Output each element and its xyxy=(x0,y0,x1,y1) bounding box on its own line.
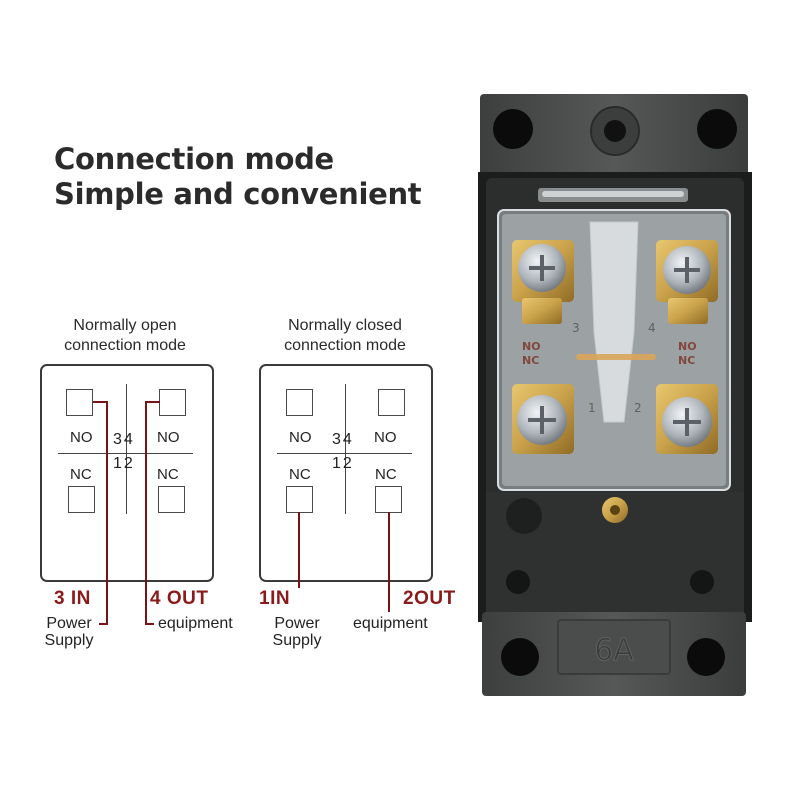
photo-left-nc-mark: NC xyxy=(522,354,539,367)
right-supply-line: Supply xyxy=(272,632,322,649)
right-terminal-box-bottom-right xyxy=(375,486,402,513)
left-caption-line-2: connection mode xyxy=(64,337,186,354)
right-terminal-box-bottom-left xyxy=(286,486,313,513)
mounting-hole-right xyxy=(697,109,737,149)
photo-terminal-1-mark: 1 xyxy=(588,401,596,415)
left-in-wire-top xyxy=(93,401,108,403)
terminal-4-screw xyxy=(656,240,718,324)
photo-right-no-mark: NO xyxy=(678,340,697,353)
bottom-mounting-plate: 6A xyxy=(482,612,746,696)
right-caption-line-1: Normally closed xyxy=(288,317,402,334)
right-panel-vertical-divider xyxy=(345,384,346,514)
right-terminal-numbers-bottom: 12 xyxy=(332,455,354,472)
right-terminal-box-top-left xyxy=(286,389,313,416)
center-screw-hole xyxy=(604,120,626,142)
right-equipment-note: equipment xyxy=(353,615,428,632)
rating-stamp-6a: 6A xyxy=(594,633,634,668)
left-nc-label-right: NC xyxy=(157,466,179,483)
photo-right-nc-mark: NC xyxy=(678,354,695,367)
terminal-2-screw xyxy=(656,384,718,454)
mounting-hole-left xyxy=(493,109,533,149)
left-panel-vertical-divider xyxy=(126,384,127,514)
left-no-label-left: NO xyxy=(70,429,93,446)
right-nc-label-right: NC xyxy=(375,466,397,483)
actuator-plunger xyxy=(589,221,639,423)
left-terminal-box-bottom-left xyxy=(68,486,95,513)
left-terminal-numbers-bottom: 12 xyxy=(113,455,135,472)
left-out-wire-top xyxy=(145,401,160,403)
right-in-terminal-label: 1IN xyxy=(259,588,291,609)
headline: Connection mode Simple and convenient xyxy=(54,142,422,212)
left-nc-label-left: NC xyxy=(70,466,92,483)
right-panel-horizontal-divider xyxy=(277,453,412,454)
left-no-label-right: NO xyxy=(157,429,180,446)
right-nc-label-left: NC xyxy=(289,466,311,483)
left-terminal-numbers-top: 34 xyxy=(113,431,135,448)
right-terminal-box-top-right xyxy=(378,389,405,416)
right-diagram-caption: Normally closed connection mode xyxy=(258,316,432,356)
terminal-1-screw xyxy=(512,384,574,454)
left-in-terminal-label: 3 IN xyxy=(54,588,91,609)
lower-body xyxy=(486,492,744,622)
photo-terminal-4-mark: 4 xyxy=(648,321,656,335)
left-out-terminal-label: 4 OUT xyxy=(150,588,209,609)
right-terminal-numbers-top: 34 xyxy=(332,431,354,448)
left-terminal-box-top-left xyxy=(66,389,93,416)
top-mounting-plate xyxy=(480,94,748,178)
left-diagram-caption: Normally open connection mode xyxy=(40,316,210,356)
right-in-wire xyxy=(298,512,300,588)
left-in-wire-foot xyxy=(99,623,108,625)
bottom-hole-right xyxy=(687,638,725,676)
photo-left-no-mark: NO xyxy=(522,340,541,353)
terminal-3-screw xyxy=(512,240,574,324)
right-out-wire xyxy=(388,512,390,612)
left-out-wire xyxy=(145,401,147,625)
headline-line-2: Simple and convenient xyxy=(54,177,422,211)
photo-terminal-3-mark: 3 xyxy=(572,321,580,335)
left-panel-horizontal-divider xyxy=(58,453,193,454)
left-out-wire-foot xyxy=(145,623,154,625)
left-terminal-box-bottom-right xyxy=(158,486,185,513)
headline-line-1: Connection mode xyxy=(54,142,334,176)
right-out-terminal-label: 2OUT xyxy=(403,588,456,609)
bottom-hole-left xyxy=(501,638,539,676)
left-power-line: Power xyxy=(46,615,92,632)
left-in-wire xyxy=(106,401,108,625)
left-terminal-box-top-right xyxy=(159,389,186,416)
left-supply-line: Supply xyxy=(44,632,94,649)
right-no-label-left: NO xyxy=(289,429,312,446)
left-equipment-note: equipment xyxy=(158,615,233,632)
limit-switch-photo: 3 4 1 2 NO NC NO NC 6A xyxy=(478,94,752,696)
right-diagram-panel xyxy=(259,364,433,582)
right-power-supply-note: Power Supply xyxy=(266,615,328,649)
left-power-supply-note: Power Supply xyxy=(38,615,100,649)
right-caption-line-2: connection mode xyxy=(284,337,406,354)
right-power-line: Power xyxy=(274,615,320,632)
photo-terminal-2-mark: 2 xyxy=(634,401,642,415)
left-diagram-panel xyxy=(40,364,214,582)
right-no-label-right: NO xyxy=(374,429,397,446)
left-caption-line-1: Normally open xyxy=(73,317,177,334)
